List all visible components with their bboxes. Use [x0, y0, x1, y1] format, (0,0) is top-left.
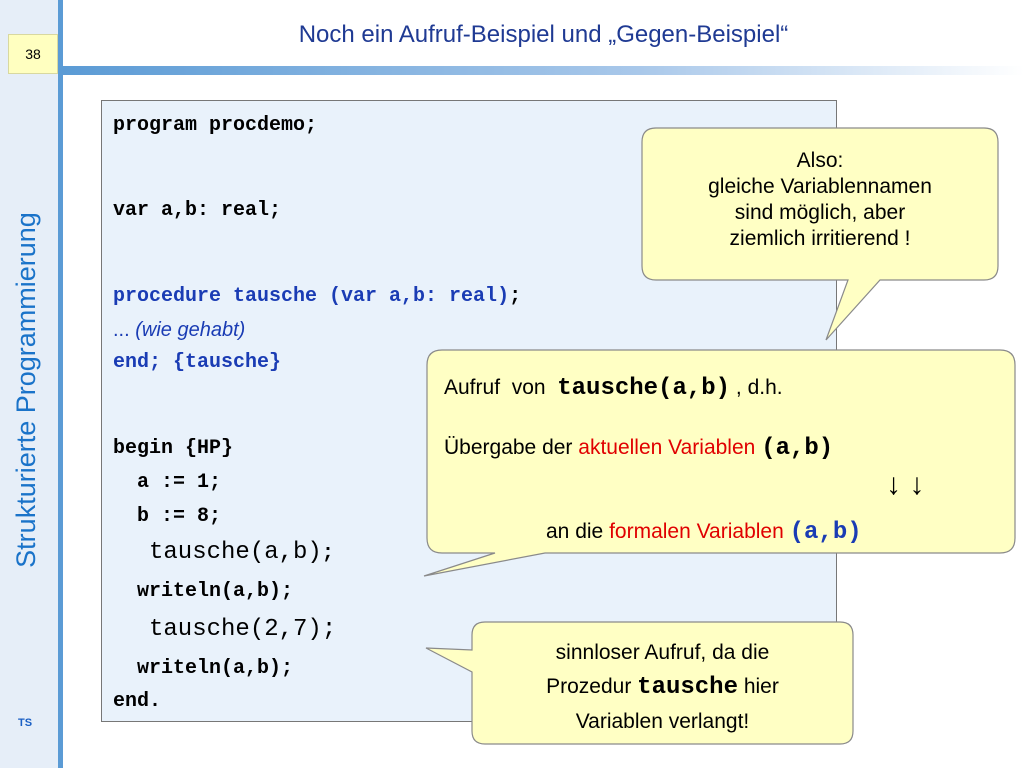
uebergabe-prefix: Übergabe der: [444, 436, 579, 459]
also-line1: Also:: [796, 149, 844, 172]
code-line-assign-a: a := 1;: [113, 471, 222, 494]
callout-also-text: Also: gleiche Variablennamen sind möglic…: [642, 148, 998, 252]
code-line-call-ab: tausche(a,b);: [149, 541, 334, 566]
procedure-semicolon: ;: [509, 285, 522, 308]
also-line4: ziemlich irritierend !: [729, 227, 911, 250]
aufruf-suffix: , d.h.: [730, 376, 783, 399]
code-line-var: var a,b: real;: [113, 199, 282, 222]
code-line-end-tausche: end; {tausche}: [113, 351, 282, 374]
ellipsis: ...: [113, 319, 136, 341]
call-tausche-ab: tausche(a,b): [149, 539, 322, 566]
code-line-comment: ... (wie gehabt): [113, 318, 245, 344]
aufruf-prefix: Aufruf von: [444, 376, 552, 399]
sinnlos-code: tausche: [637, 674, 738, 701]
sinnlos-line3: Variablen verlangt!: [575, 710, 750, 733]
comment-wie-gehabt: (wie gehabt): [135, 319, 246, 341]
call-semicolon: ;: [321, 542, 334, 565]
aufruf-call: tausche(a,b): [557, 375, 731, 402]
formale-args: (a,b): [789, 519, 862, 546]
procedure-header: procedure tausche (var a,b: real): [113, 285, 510, 308]
callout-sinnlos-text: sinnloser Aufruf, da die Prozedur tausch…: [472, 636, 853, 739]
sinnlos-prefix: Prozedur: [546, 675, 638, 698]
formale-variablen: formalen Variablen: [609, 520, 784, 543]
header-bar: [63, 66, 1024, 75]
aktuelle-args: (a,b): [761, 435, 834, 462]
aufruf-line3: an die formalen Variablen (a,b): [546, 518, 862, 547]
slide-title: Noch ein Aufruf-Beispiel und „Gegen-Beis…: [298, 21, 789, 48]
callout-aufruf-bubble: [423, 349, 1016, 577]
sinnlos-line2: Prozedur tausche hier: [472, 670, 853, 705]
callout-sinnlos-bubble: [425, 621, 854, 745]
aufruf-line1: Aufruf von tausche(a,b) , d.h.: [444, 374, 783, 403]
aufruf-line2: Übergabe der aktuellen Variablen (a,b): [444, 434, 833, 463]
code-line-begin: begin {HP}: [113, 437, 234, 460]
footer-initials: TS: [18, 717, 33, 729]
code-line-call-27: tausche(2,7);: [149, 616, 337, 643]
sidebar: [0, 0, 58, 768]
code-line-writeln-1: writeln(a,b);: [113, 580, 294, 603]
code-line-program: program procdemo;: [113, 114, 318, 137]
sinnlos-line1: sinnloser Aufruf, da die: [555, 641, 770, 664]
also-line3: sind möglich, aber: [734, 201, 906, 224]
sinnlos-suffix: hier: [738, 675, 779, 698]
also-line2: gleiche Variablennamen: [708, 175, 932, 198]
code-line-assign-b: b := 8;: [113, 505, 222, 528]
formale-prefix: an die: [546, 520, 610, 543]
code-line-writeln-2: writeln(a,b);: [113, 657, 294, 680]
code-line-end: end.: [113, 690, 162, 713]
sidebar-divider: [58, 0, 63, 768]
callout-also-bubble: [641, 127, 999, 341]
code-line-procedure: procedure tausche (var a,b: real);: [113, 285, 521, 309]
slide-number: 38: [8, 34, 58, 74]
down-arrows: ↓ ↓: [886, 468, 925, 501]
aktuelle-variablen: aktuellen Variablen: [578, 436, 756, 459]
